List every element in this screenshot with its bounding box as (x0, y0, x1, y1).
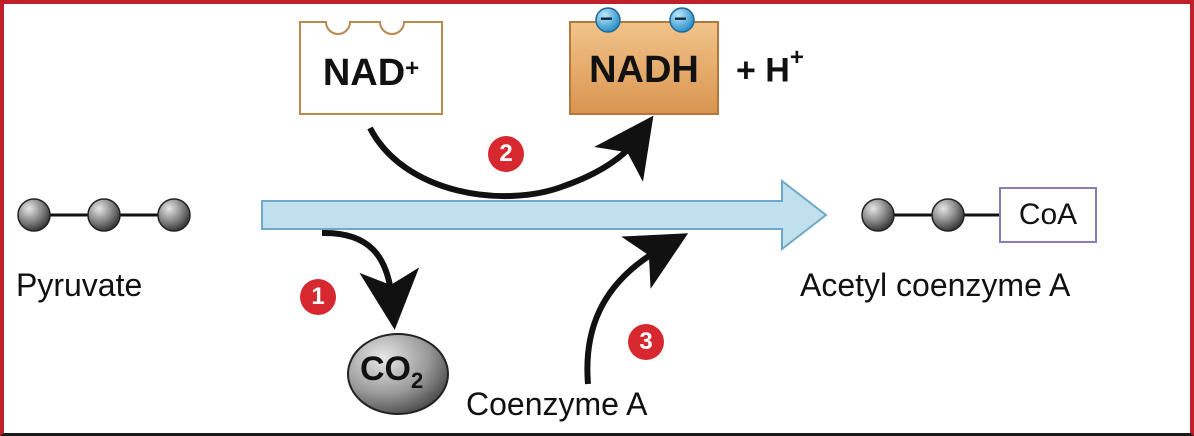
carbon-atom (17, 198, 51, 232)
nad-main-text: NAD (322, 51, 406, 94)
acetyl-coa-label: Acetyl coenzyme A (800, 267, 1071, 303)
nad-label: NAD+ (300, 32, 442, 114)
electron-icon (595, 7, 621, 33)
coa-box (999, 187, 1097, 243)
proton-main-text: + H (736, 51, 790, 90)
pyruvate-oxidation-diagram (17, 7, 1097, 415)
main-reaction-arrow (261, 178, 828, 252)
electron-icon (669, 7, 695, 33)
carbon-atom (87, 198, 121, 232)
coa-box-label: CoA (1018, 198, 1078, 231)
nad-charge: + (405, 55, 420, 82)
nad-box (299, 21, 443, 115)
step-1-badge: 1 (300, 279, 336, 315)
pyruvate-molecule (17, 198, 191, 232)
coenzyme-a-label: Coenzyme A (466, 386, 648, 422)
co2-subscript: 2 (411, 368, 424, 393)
carbon-atom (157, 198, 191, 232)
step-2-badge: 2 (488, 136, 524, 172)
step-3-badge: 3 (628, 324, 664, 360)
co2-label: CO2 (360, 350, 423, 393)
carbon-atom (861, 198, 895, 232)
acetyl-coa-molecule (861, 187, 1097, 243)
nadh-box (569, 21, 719, 115)
nadh-label: NADH (589, 48, 699, 91)
electron-charge: − (674, 6, 687, 31)
nad-reduction-arrow (367, 115, 654, 200)
coenzyme-a-arrow (584, 233, 689, 385)
decarboxylation-arrow (321, 229, 420, 330)
pyruvate-label: Pyruvate (16, 267, 143, 303)
proton-charge: + (789, 44, 804, 71)
co2-main-text: CO (360, 350, 411, 388)
proton-label: + H+ (736, 44, 804, 90)
co2-molecule (347, 333, 449, 415)
carbon-atom (931, 198, 965, 232)
electron-charge: − (600, 6, 613, 31)
